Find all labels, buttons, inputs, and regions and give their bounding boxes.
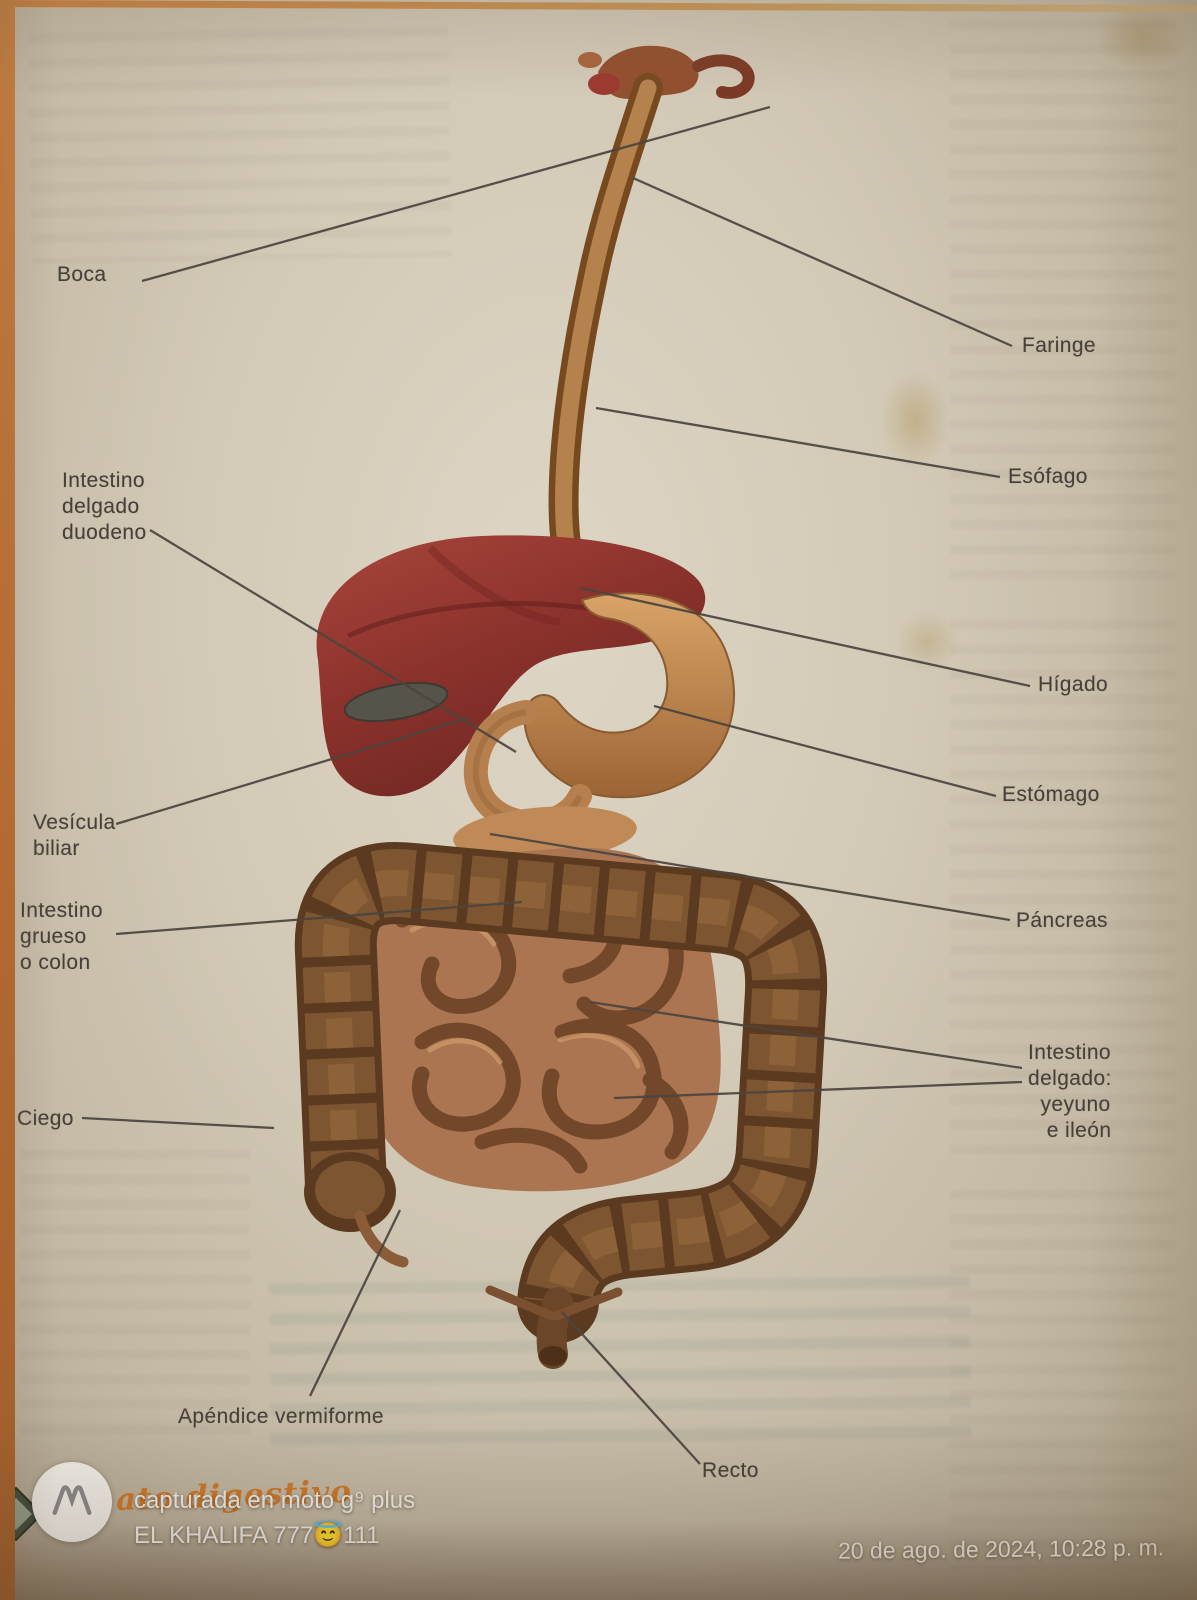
large-intestine-illustration — [294, 842, 828, 1343]
label-ciego: Ciego — [17, 1107, 74, 1130]
rectum-illustration — [485, 1285, 623, 1369]
label-apendice-vermiforme: Apéndice vermiforme — [178, 1405, 385, 1428]
watermark-timestamp: 20 de ago. de 2024, 10:28 p. m. — [837, 1534, 1165, 1564]
label-vesicula-biliar: Vesícula biliar — [33, 811, 116, 861]
leader-line-apendice — [308, 1209, 402, 1397]
label-higado: Hígado — [1038, 673, 1109, 696]
motorola-logo-badge — [32, 1462, 112, 1542]
label-pancreas: Páncreas — [1016, 909, 1108, 932]
paper-stain — [880, 370, 950, 470]
label-intestino-grueso: Intestino grueso o colon — [20, 899, 103, 975]
label-faringe: Faringe — [1022, 334, 1097, 357]
watermark-line1: capturada en moto g⁹ plus — [134, 1487, 416, 1514]
paper-stain — [1095, 5, 1190, 70]
leader-line-recto — [561, 1311, 701, 1465]
leader-line-vesicula — [115, 716, 469, 826]
leader-line-grueso — [115, 900, 523, 936]
gallbladder-illustration — [343, 681, 449, 723]
leader-line-yeyuno-2 — [613, 1080, 1023, 1100]
leader-line-duodeno — [149, 529, 517, 753]
camera-watermark: capturada en moto g⁹ plus EL KHALIFA 777… — [32, 1462, 415, 1554]
leader-line-ciego — [81, 1116, 275, 1130]
label-esofago: Esófago — [1008, 465, 1088, 488]
label-intestino-delgado-duodeno: Intestino delgado duodeno — [62, 469, 147, 545]
leader-line-boca — [141, 105, 771, 283]
label-recto: Recto — [702, 1459, 759, 1482]
bleed-through-text-right-upper — [950, 20, 1176, 580]
bleed-through-text-bottom-left — [20, 1150, 250, 1450]
watermark-line2: EL KHALIFA 777😇111 — [134, 1521, 380, 1549]
leader-lines — [81, 105, 1031, 1465]
label-boca: Boca — [57, 263, 107, 286]
leader-line-yeyuno-1 — [589, 1000, 1023, 1070]
leader-line-faringe — [632, 176, 1013, 348]
watermark-text: capturada en moto g⁹ plus EL KHALIFA 777… — [134, 1462, 415, 1554]
bleed-through-text-right-mid — [950, 620, 1176, 1160]
pancreas-illustration — [453, 806, 637, 862]
esophagus-illustration — [548, 73, 663, 615]
label-intestino-delgado-yeyuno: Intestino delgado: yeyuno e ileón — [1028, 1041, 1112, 1143]
appendix-illustration — [354, 1210, 409, 1268]
label-estomago: Estómago — [1002, 783, 1100, 806]
leader-line-esofago — [595, 406, 1001, 479]
leader-line-pancreas — [489, 832, 1011, 922]
bleed-through-text-right-lower — [950, 1190, 1176, 1570]
page-frame-left — [0, 0, 15, 1600]
photo-bottom-shadow — [0, 1520, 1197, 1600]
leader-line-higado — [579, 586, 1031, 688]
leader-line-estomago — [653, 704, 997, 798]
motorola-m-logo-icon — [52, 1485, 92, 1515]
mouth-illustration — [578, 45, 755, 99]
